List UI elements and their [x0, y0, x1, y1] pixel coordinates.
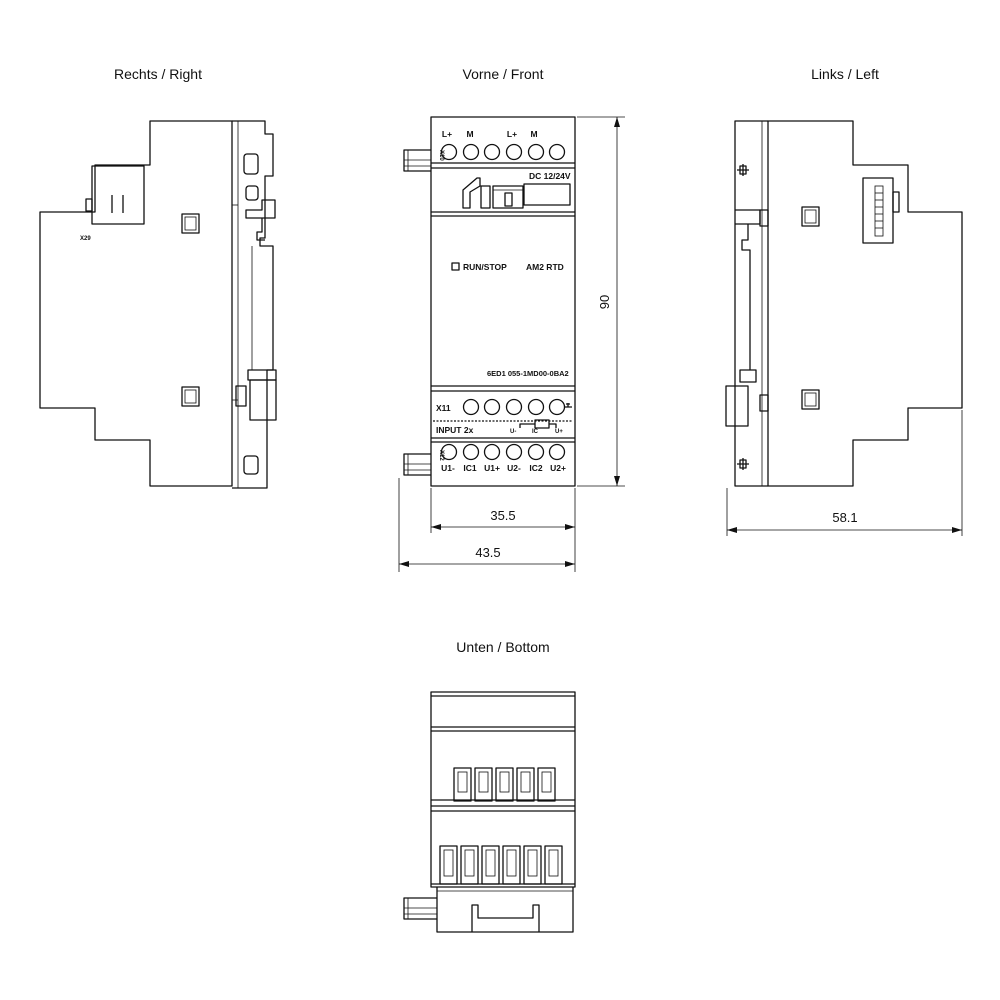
model-label: AM2 RTD — [526, 262, 564, 272]
right-housing-outline — [39, 120, 233, 487]
title-front-view: Vorne / Front — [463, 66, 544, 82]
bottom-terminal-label-5: IC2 — [529, 463, 543, 473]
overall-width-dimension: 43.5 — [475, 545, 500, 560]
top-terminal-label-1: L+ — [442, 129, 452, 139]
left-dimensions: 58.1 — [726, 410, 963, 536]
title-left-view: Links / Left — [811, 66, 879, 82]
x10-label: X10 — [438, 150, 444, 161]
right-view: X29 — [39, 120, 277, 489]
bottom-terminal-label-3: U1+ — [484, 463, 500, 473]
front-dimensions: 90 35.5 43.5 — [398, 116, 625, 572]
top-terminal-label-4: M — [530, 129, 537, 139]
left-view — [725, 120, 963, 487]
supply-label: DC 12/24V — [529, 171, 571, 181]
top-terminal-label-3: L+ — [507, 129, 517, 139]
depth-dimension: 58.1 — [832, 510, 857, 525]
front-width-dimension: 35.5 — [490, 508, 515, 523]
bottom-terminal-label-1: U1- — [441, 463, 455, 473]
sensor-ic-label: IC — [532, 429, 539, 435]
front-housing-outline — [430, 116, 576, 487]
bottom-terminal-label-6: U2+ — [550, 463, 566, 473]
title-right-view: Rechts / Right — [114, 66, 202, 82]
part-number-label: 6ED1 055-1MD00-0BA2 — [487, 369, 569, 378]
x29-label: X29 — [80, 236, 91, 242]
input-label: INPUT 2x — [436, 425, 474, 435]
x12-label: X12 — [438, 450, 444, 461]
top-terminal-label-2: M — [466, 129, 473, 139]
bottom-housing-outline — [430, 691, 576, 888]
bottom-view — [403, 691, 576, 933]
run-stop-label: RUN/STOP — [463, 262, 507, 272]
title-bottom-view: Unten / Bottom — [456, 639, 549, 655]
left-side-connector — [862, 177, 894, 244]
left-housing-outline — [767, 120, 963, 487]
sensor-minus-label: U- — [510, 429, 516, 435]
x29-connector — [91, 165, 145, 225]
front-view: L+ M L+ M X10 DC 12/24V RUN/STOP AM2 RTD… — [403, 116, 576, 487]
sensor-plus-label: U+ — [555, 429, 563, 435]
height-dimension: 90 — [597, 295, 612, 309]
bottom-terminal-label-2: IC1 — [463, 463, 477, 473]
x11-label: X11 — [436, 403, 451, 413]
bottom-terminal-label-4: U2- — [507, 463, 521, 473]
